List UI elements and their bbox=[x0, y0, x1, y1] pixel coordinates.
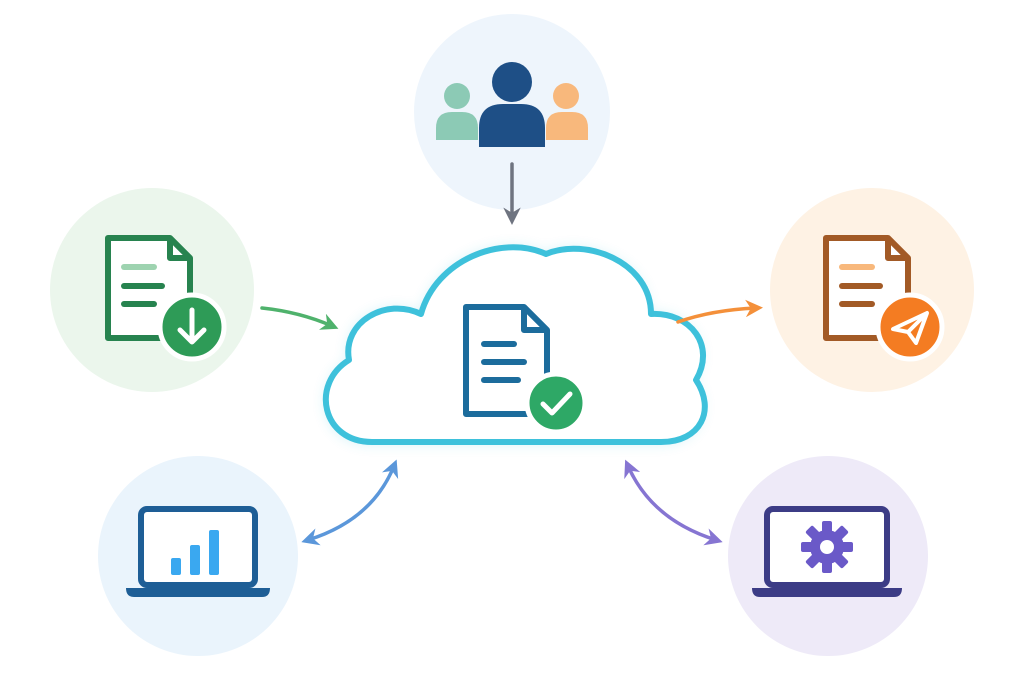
connector-import-to-hub bbox=[260, 306, 339, 330]
document-send-icon bbox=[823, 235, 945, 362]
check-badge-icon bbox=[524, 371, 588, 435]
download-badge-icon bbox=[157, 292, 227, 362]
user-main-icon bbox=[479, 62, 545, 147]
user-group-icon bbox=[436, 62, 588, 147]
gear-icon bbox=[801, 521, 853, 573]
cloud-document-check-icon bbox=[322, 244, 708, 445]
send-badge-icon bbox=[875, 292, 945, 362]
user-left-icon bbox=[436, 83, 478, 140]
document-download-icon bbox=[105, 235, 227, 362]
connector-hub-to-export bbox=[676, 299, 763, 324]
laptop-gear-icon bbox=[752, 506, 902, 597]
user-right-icon bbox=[546, 83, 588, 140]
laptop-bar-chart-icon bbox=[126, 506, 270, 597]
connector-hub-settings bbox=[624, 459, 723, 546]
connector-hub-analytics bbox=[301, 459, 399, 546]
